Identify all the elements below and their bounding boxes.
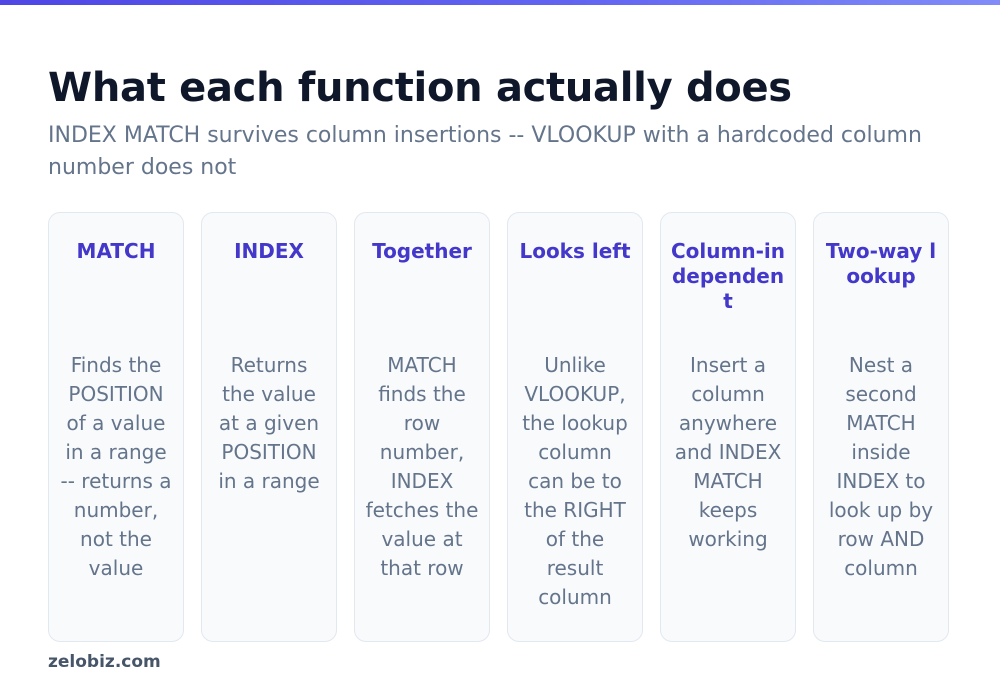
card-index: INDEX Returns the value at a given POSIT…: [201, 212, 337, 642]
card-together: Together MATCH finds the row number, IND…: [354, 212, 490, 642]
card-column-independent: Column-independent Insert a column anywh…: [660, 212, 796, 642]
card-row: MATCH Finds the POSITION of a value in a…: [48, 212, 949, 642]
card-body: Finds the POSITION of a value in a range…: [60, 353, 172, 580]
top-accent-bar: [0, 0, 1000, 5]
card-title: Two-way lookup: [825, 239, 937, 288]
card-title: MATCH: [76, 239, 156, 263]
card-body: MATCH finds the row number, INDEX fetche…: [365, 353, 479, 580]
card-body: Nest a second MATCH inside INDEX to look…: [828, 353, 934, 580]
page-subtitle: INDEX MATCH survives column insertions -…: [48, 123, 922, 180]
card-match: MATCH Finds the POSITION of a value in a…: [48, 212, 184, 642]
card-title: Column-independent: [671, 239, 785, 313]
card-body: Returns the value at a given POSITION in…: [218, 353, 320, 493]
card-looks-left: Looks left Unlike VLOOKUP, the lookup co…: [507, 212, 643, 642]
card-title: INDEX: [234, 239, 304, 263]
card-two-way-lookup: Two-way lookup Nest a second MATCH insid…: [813, 212, 949, 642]
page-title: What each function actually does: [48, 65, 792, 111]
card-body: Insert a column anywhere and INDEX MATCH…: [674, 353, 782, 551]
footer-brand: zelobiz.com: [48, 652, 161, 672]
card-title: Looks left: [519, 239, 631, 263]
card-body: Unlike VLOOKUP, the lookup column can be…: [522, 353, 628, 609]
card-title: Together: [372, 239, 472, 263]
